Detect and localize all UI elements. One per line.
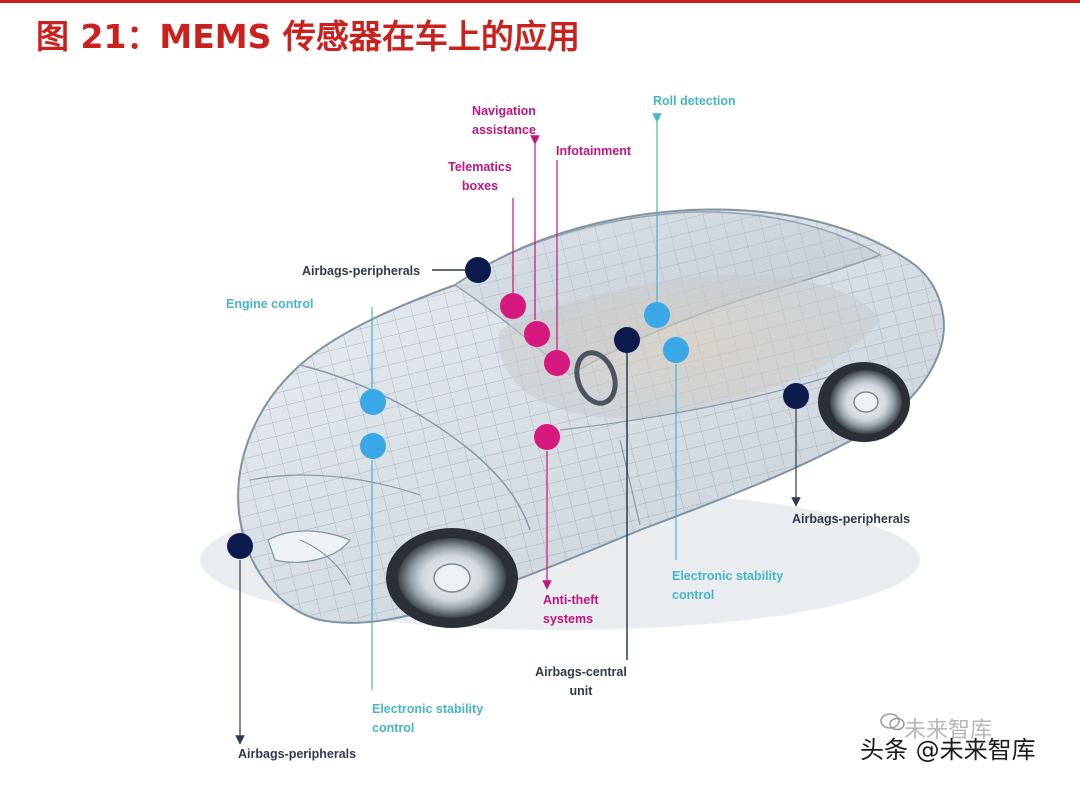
sensor-dot-airbag-front xyxy=(227,533,253,559)
label-airbags-central-unit: Airbags-central unit xyxy=(535,665,627,698)
label-electronic-stability-right: Electronic stability control xyxy=(672,569,784,602)
label-telematics-boxes: Telematics boxes xyxy=(448,160,512,193)
sensor-dot-telematics xyxy=(500,293,526,319)
sensor-dot-airbag-right xyxy=(783,383,809,409)
sensor-dot-roll-2 xyxy=(663,337,689,363)
front-wheel xyxy=(386,528,518,628)
sensor-dot-roll-1 xyxy=(644,302,670,328)
sensor-dots xyxy=(227,257,809,559)
header-rule xyxy=(0,0,1080,3)
label-infotainment: Infotainment xyxy=(556,144,631,158)
figure-header: 图 21：MEMS 传感器在车上的应用 xyxy=(0,0,1080,66)
sensor-dot-engine-1 xyxy=(360,389,386,415)
label-anti-theft-systems: Anti-theft systems xyxy=(543,593,599,626)
rear-wheel xyxy=(818,362,910,442)
label-airbags-peripherals-bottom: Airbags-peripherals xyxy=(238,747,357,761)
sensor-dot-infotainment xyxy=(544,350,570,376)
watermark-text: 头条 @未来智库 xyxy=(860,736,1036,764)
car-body xyxy=(237,208,945,624)
sensor-dot-anti-theft xyxy=(534,424,560,450)
wechat-icon xyxy=(880,713,905,731)
sensor-dot-airbag-top xyxy=(465,257,491,283)
watermark-faint: 未来智库 xyxy=(904,718,993,743)
sensor-dot-airbag-central xyxy=(614,327,640,353)
label-engine-control: Engine control xyxy=(226,297,314,311)
label-airbags-peripherals-right: Airbags-peripherals xyxy=(792,512,911,526)
label-electronic-stability-left: Electronic stability control xyxy=(372,702,484,735)
label-navigation-assistance: Navigation assistance xyxy=(472,104,536,137)
leader-lines xyxy=(235,113,801,745)
sensor-dot-navigation xyxy=(524,321,550,347)
label-airbags-peripherals-top: Airbags-peripherals xyxy=(302,264,421,278)
figure-title: 图 21：MEMS 传感器在车上的应用 xyxy=(36,17,580,56)
sensor-dot-engine-2 xyxy=(360,433,386,459)
label-roll-detection: Roll detection xyxy=(653,94,736,108)
